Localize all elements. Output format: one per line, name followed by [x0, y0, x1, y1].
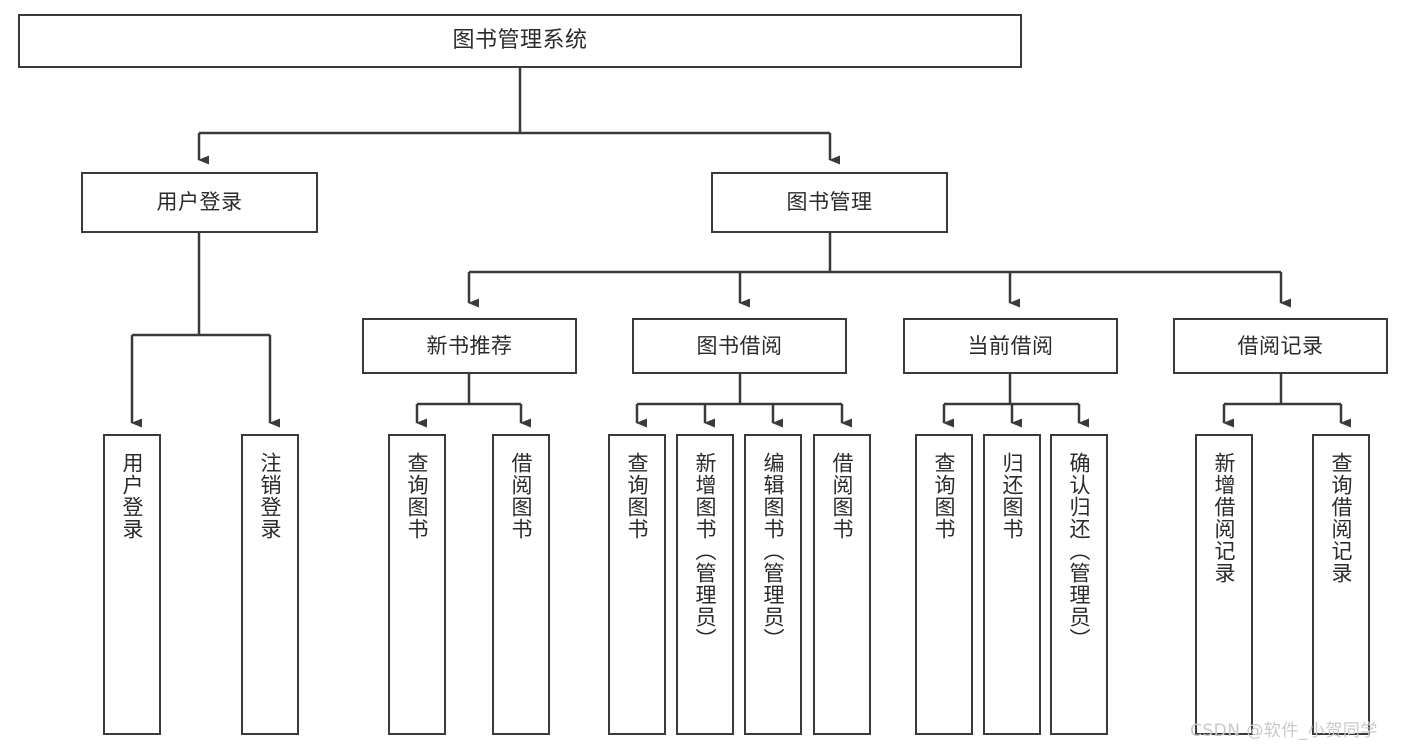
node-label: 新增图书（管理员） [693, 452, 718, 650]
node-new-book-recommend[interactable]: 新书推荐 [362, 318, 577, 374]
node-label: 借阅图书 [830, 452, 855, 540]
leaf-borrow-book[interactable]: 借阅图书 [813, 434, 871, 735]
node-label: 确认归还（管理员） [1067, 452, 1092, 650]
node-label: 用户登录 [120, 452, 145, 540]
node-root-system[interactable]: 图书管理系统 [18, 14, 1022, 68]
leaf-add-book-admin[interactable]: 新增图书（管理员） [676, 434, 734, 735]
node-book-management[interactable]: 图书管理 [711, 172, 948, 233]
node-label: 借阅图书 [509, 452, 534, 540]
node-current-borrow[interactable]: 当前借阅 [903, 318, 1118, 374]
leaf-user-logout[interactable]: 注销登录 [241, 434, 299, 735]
node-label: 新书推荐 [426, 333, 513, 358]
watermark-text: CSDN @软件_小贺同学 [1190, 721, 1378, 741]
leaf-edit-book-admin[interactable]: 编辑图书（管理员） [744, 434, 802, 735]
node-label: 图书管理系统 [452, 28, 588, 54]
leaf-query-borrow-record[interactable]: 查询借阅记录 [1312, 434, 1370, 735]
node-label: 新增借阅记录 [1212, 452, 1237, 584]
leaf-borrow-book-recommend[interactable]: 借阅图书 [492, 434, 550, 735]
node-label: 借阅记录 [1237, 333, 1324, 358]
leaf-query-book-current[interactable]: 查询图书 [915, 434, 973, 735]
node-user-login[interactable]: 用户登录 [81, 172, 318, 233]
node-label: 编辑图书（管理员） [761, 452, 786, 650]
node-label: 图书管理 [786, 190, 873, 215]
node-label: 注销登录 [258, 452, 283, 540]
node-label: 查询图书 [625, 452, 650, 540]
node-book-borrow[interactable]: 图书借阅 [632, 318, 847, 374]
leaf-confirm-return-admin[interactable]: 确认归还（管理员） [1050, 434, 1108, 735]
node-label: 图书借阅 [696, 333, 783, 358]
node-label: 用户登录 [156, 190, 243, 215]
node-label: 归还图书 [1000, 452, 1025, 540]
node-label: 查询图书 [405, 452, 430, 540]
node-label: 查询图书 [932, 452, 957, 540]
leaf-user-login[interactable]: 用户登录 [103, 434, 161, 735]
node-borrow-record[interactable]: 借阅记录 [1173, 318, 1388, 374]
leaf-add-borrow-record[interactable]: 新增借阅记录 [1195, 434, 1253, 735]
leaf-query-book-borrow[interactable]: 查询图书 [608, 434, 666, 735]
node-label: 当前借阅 [967, 333, 1054, 358]
node-label: 查询借阅记录 [1329, 452, 1354, 584]
leaf-query-book-recommend[interactable]: 查询图书 [388, 434, 446, 735]
leaf-return-book[interactable]: 归还图书 [983, 434, 1041, 735]
